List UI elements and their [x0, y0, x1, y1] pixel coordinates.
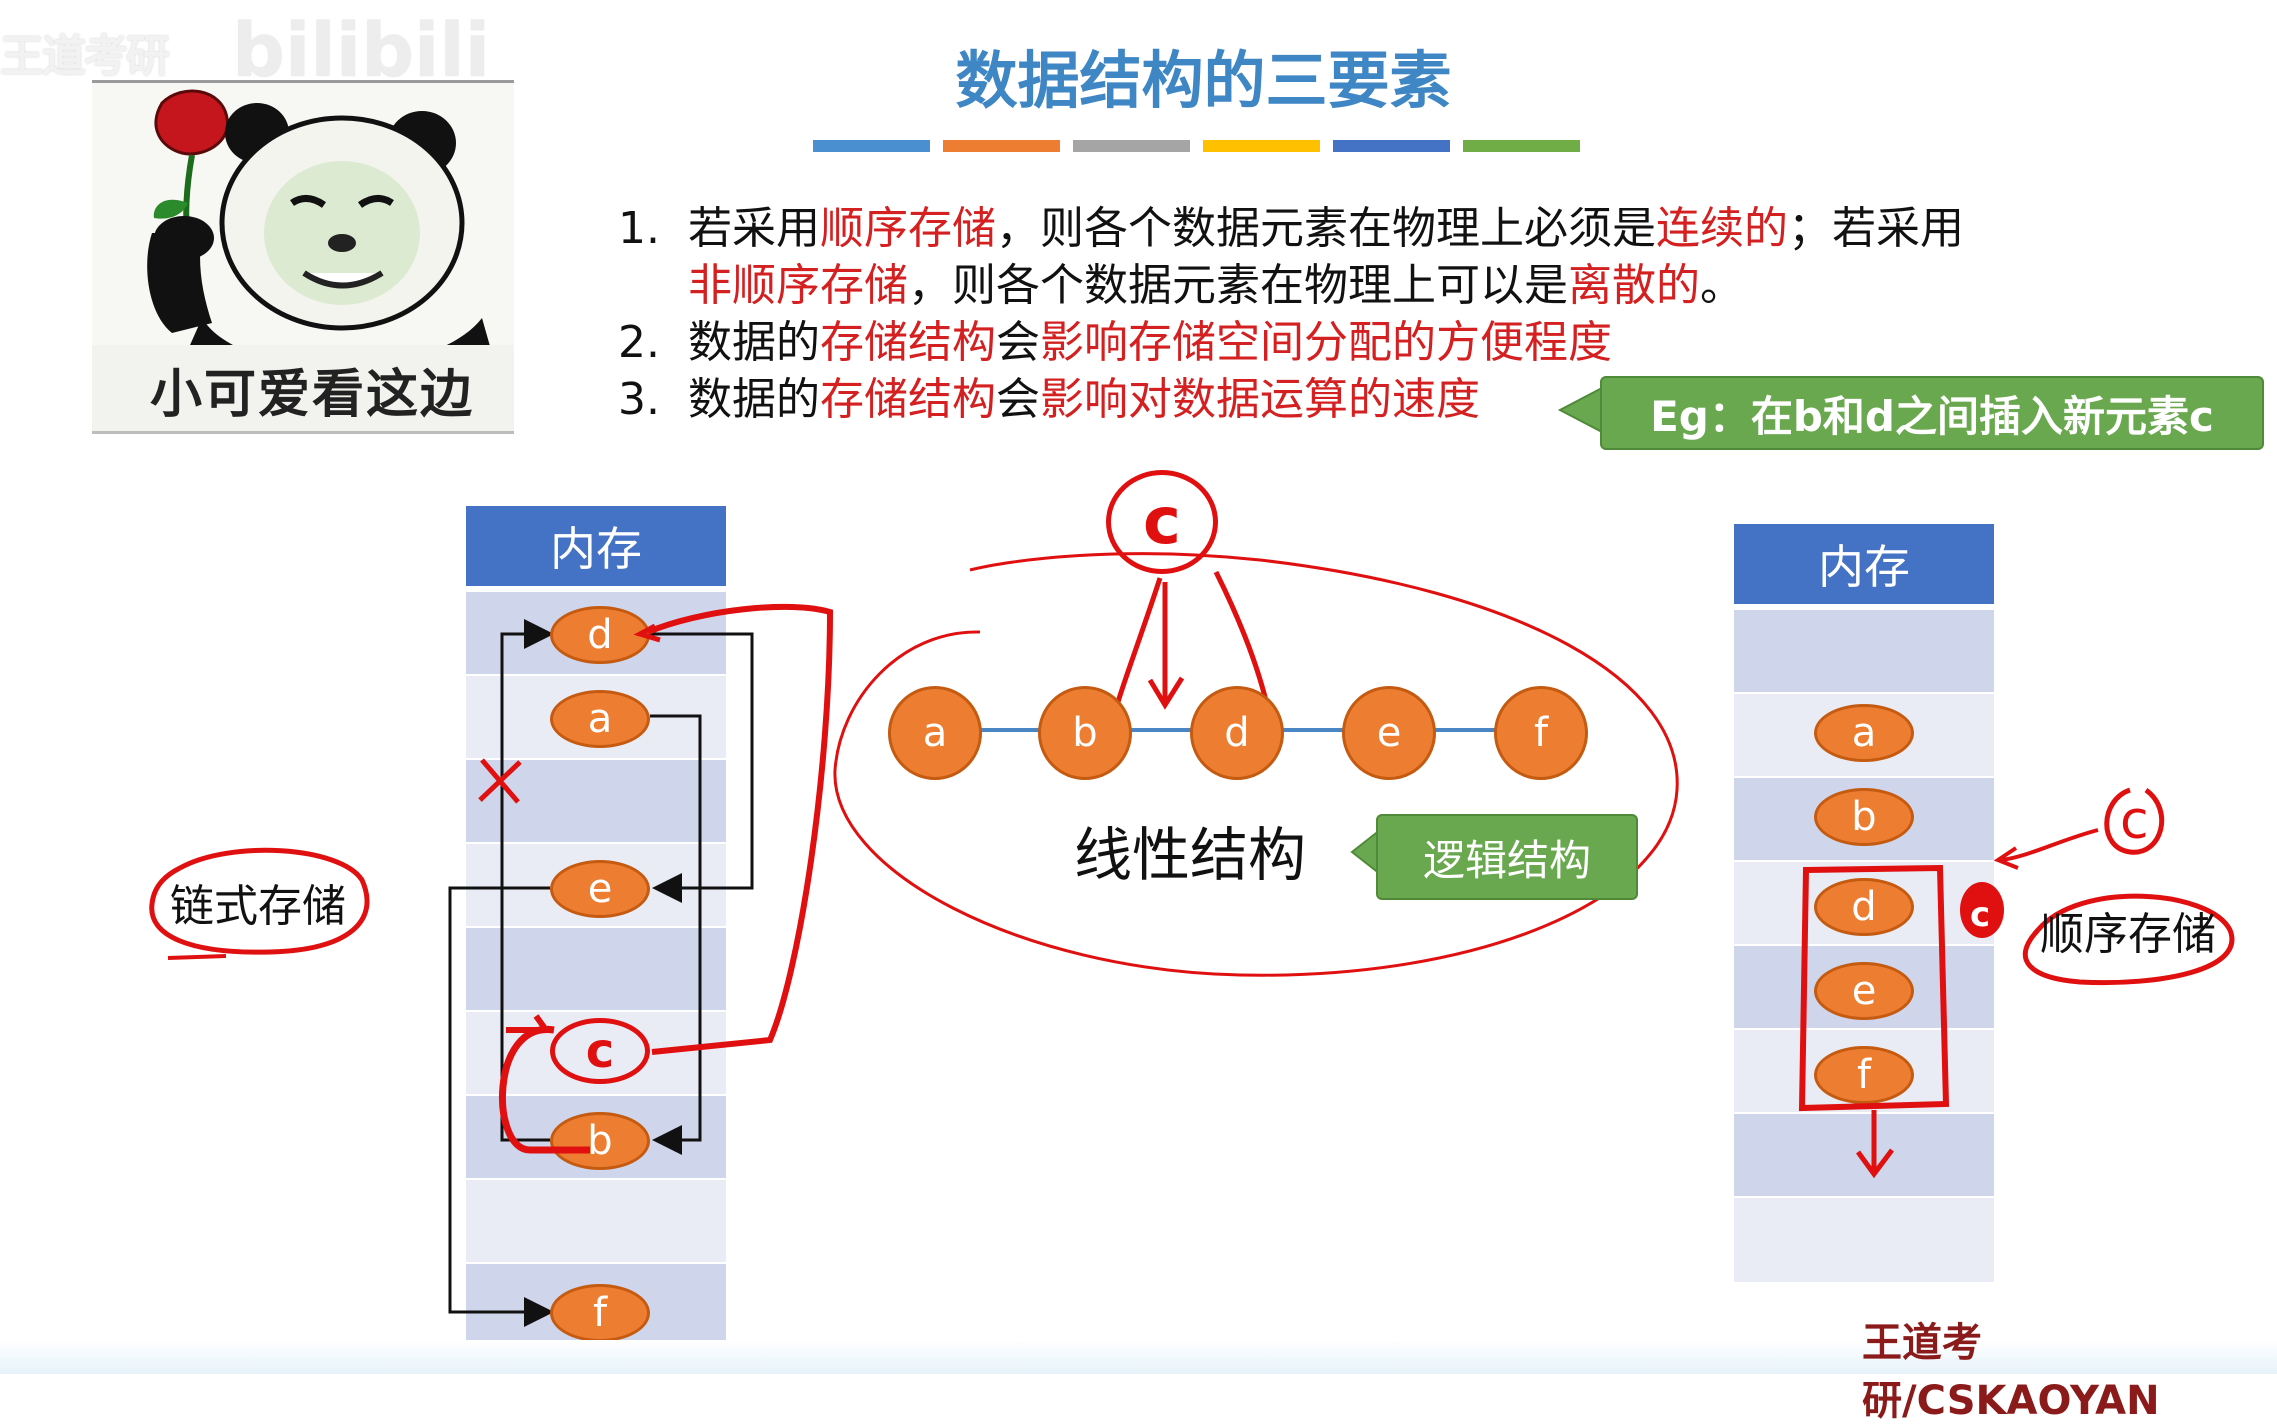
linked-storage-label: 链式存储	[170, 881, 346, 932]
memory-header-sequential: 内存	[1734, 524, 1994, 604]
stripe-yellow	[1203, 140, 1320, 152]
sequential-storage-label: 顺序存储	[2040, 909, 2216, 960]
stripe-orange	[943, 140, 1060, 152]
text-run: 会	[996, 374, 1040, 425]
point-3-line-1: 数据的存储结构会影响对数据运算的速度	[688, 371, 2150, 428]
sequential-node-d: d	[1814, 878, 1914, 936]
callout-pointer	[1557, 386, 1603, 434]
sequential-node-e: e	[1814, 962, 1914, 1020]
point-1-line-1: 若采用顺序存储，则各个数据元素在物理上必须是连续的；若采用	[688, 200, 2150, 257]
sequential-node-a: a	[1814, 704, 1914, 762]
linked-list-pointers	[448, 619, 754, 1327]
text-run-red: 影响存储空间分配的方便程度	[1040, 317, 1612, 368]
point-3: 3. 数据的存储结构会影响对数据运算的速度	[610, 371, 2150, 428]
linked-node-d: d	[550, 606, 650, 664]
memory-header-linked: 内存	[466, 506, 726, 586]
text-run: ，则各个数据元素在物理上必须是	[996, 203, 1656, 254]
stripe-blue	[813, 140, 930, 152]
text-run-red: 顺序存储	[820, 203, 996, 254]
text-run-red: 非顺序存储	[688, 260, 908, 311]
text-run-red: 连续的	[1656, 203, 1788, 254]
text-run: ；若采用	[1788, 203, 1964, 254]
point-number: 1.	[618, 203, 660, 254]
linear-node-f: f	[1494, 686, 1588, 780]
panda-meme-image	[92, 80, 514, 434]
memory-cell	[1734, 1114, 1994, 1196]
point-2: 2. 数据的存储结构会影响存储空间分配的方便程度	[610, 314, 2150, 371]
sequential-inserted-c-label: c	[2120, 791, 2149, 851]
point-number: 2.	[618, 317, 660, 368]
sequential-insertion-annotations: c c	[1798, 787, 2235, 1179]
text-run: 数据的	[688, 317, 820, 368]
stripe-gray	[1073, 140, 1190, 152]
linked-node-e: e	[550, 860, 650, 918]
linked-inserted-node-c: c	[550, 1018, 650, 1084]
memory-cell	[1734, 610, 1994, 692]
linked-node-a: a	[550, 690, 650, 748]
footer-band	[0, 1340, 2277, 1374]
linked-label-circle	[149, 847, 370, 960]
text-run-red: 存储结构	[820, 374, 996, 425]
linked-insertion-annotations	[478, 603, 834, 1154]
example-callout: Eg：在b和d之间插入新元素c	[1600, 376, 2264, 450]
text-run: 若采用	[688, 203, 820, 254]
point-1-line-2: 非顺序存储，则各个数据元素在物理上可以是离散的。	[688, 257, 2150, 314]
linear-inserted-node-c: c	[1106, 470, 1218, 574]
point-1: 1. 若采用顺序存储，则各个数据元素在物理上必须是连续的；若采用 非顺序存储，则…	[610, 200, 2150, 314]
text-run: 数据的	[688, 374, 820, 425]
bilibili-watermark-logo: bilibili	[232, 8, 491, 94]
linked-node-b: b	[550, 1112, 650, 1170]
linear-structure-label: 线性结构	[1074, 821, 1307, 889]
watermark-text: 王道考研	[0, 31, 170, 82]
sequential-node-f: f	[1814, 1046, 1914, 1104]
text-run: 。	[1700, 260, 1744, 311]
point-2-line-1: 数据的存储结构会影响存储空间分配的方便程度	[688, 314, 2150, 371]
points-list: 1. 若采用顺序存储，则各个数据元素在物理上必须是连续的；若采用 非顺序存储，则…	[610, 200, 2150, 428]
linear-node-b: b	[1038, 686, 1132, 780]
logical-structure-callout: 逻辑结构	[1376, 814, 1638, 900]
sequential-node-b: b	[1814, 788, 1914, 846]
stripe-darkblue	[1333, 140, 1450, 152]
linear-node-a: a	[888, 686, 982, 780]
point-number: 3.	[618, 374, 660, 425]
slide-title: 数据结构的三要素	[955, 44, 1452, 117]
sequential-small-c-label: c	[1970, 895, 1990, 935]
memory-cell	[466, 928, 726, 1010]
text-run: ，则各个数据元素在物理上可以是	[908, 260, 1568, 311]
memory-cell	[466, 1180, 726, 1262]
memory-cell	[1734, 1198, 1994, 1282]
title-color-stripes	[813, 140, 1580, 154]
text-run-red: 影响对数据运算的速度	[1040, 374, 1480, 425]
linear-node-e: e	[1342, 686, 1436, 780]
text-run: 会	[996, 317, 1040, 368]
text-run-red: 存储结构	[820, 317, 996, 368]
linked-node-f: f	[550, 1284, 650, 1342]
meme-caption: 小可爱看这边	[150, 365, 475, 425]
linear-node-d: d	[1190, 686, 1284, 780]
text-run-red: 离散的	[1568, 260, 1700, 311]
brand-label: 王道考研/CSKAOYAN	[1862, 1320, 2160, 1424]
panda-meme-drawing	[92, 89, 514, 431]
stripe-green	[1463, 140, 1580, 152]
